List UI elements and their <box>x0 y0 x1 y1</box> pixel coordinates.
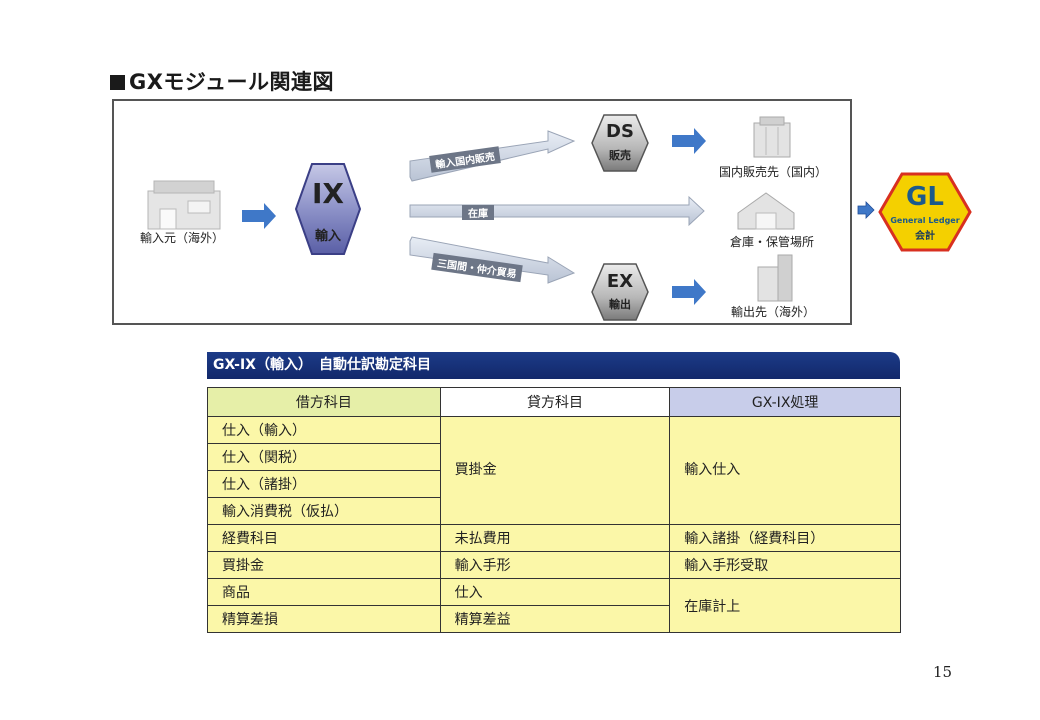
ix-label: 輸入 <box>314 229 341 244</box>
ex-code: EX <box>606 271 634 292</box>
journal-table: 借方科目 貸方科目 GX-IX処理 仕入（輸入） 買掛金 輸入仕入 仕入（関税）… <box>207 387 901 633</box>
gl-code: GL <box>906 182 944 212</box>
process-cell: 輸入諸掛（経費科目） <box>669 524 901 552</box>
domestic-building-icon <box>753 116 791 158</box>
dest-warehouse-label: 倉庫・保管場所 <box>730 235 815 249</box>
ex-hexagon-icon <box>591 263 649 321</box>
arrow-right-icon <box>242 203 276 229</box>
ds-code: DS <box>606 121 634 142</box>
table-row: 精算差損 精算差益 <box>207 605 901 633</box>
debit-cell: 経費科目 <box>207 524 441 552</box>
column-header-debit: 借方科目 <box>207 387 441 417</box>
table-row: 仕入（諸掛） <box>207 470 901 498</box>
gl-hexagon-icon <box>878 172 972 252</box>
column-header-credit: 貸方科目 <box>439 387 671 417</box>
table-row: 仕入（関税） <box>207 443 901 471</box>
table-header-row: 借方科目 貸方科目 GX-IX処理 <box>207 387 901 417</box>
flow-band-stock <box>409 195 705 227</box>
process-cell: 在庫計上 <box>669 578 901 633</box>
credit-cell: 輸入手形 <box>439 551 671 579</box>
gl-badge: GL General Ledger 会計 <box>878 172 972 252</box>
arrow-right-icon <box>672 279 706 305</box>
process-cell: 輸入仕入 <box>669 416 901 525</box>
flow-label-stock: 在庫 <box>462 205 494 220</box>
process-cell: 輸入手形受取 <box>669 551 901 579</box>
arrow-right-icon <box>672 128 706 154</box>
module-diagram: 輸入元（海外） IX 輸入 DS 販売 EX 輸出 輸入国内販売 在庫 三国間・… <box>112 99 852 325</box>
page-number: 15 <box>933 663 953 681</box>
dest-export-label: 輸出先（海外） <box>731 305 816 319</box>
table-row: 買掛金 輸入手形 輸入手形受取 <box>207 551 901 579</box>
source-label: 輸入元（海外） <box>140 231 225 245</box>
table-row: 仕入（輸入） 買掛金 輸入仕入 <box>207 416 901 525</box>
credit-cell: 仕入 <box>439 578 671 606</box>
debit-cell: 輸入消費税（仮払） <box>207 497 441 525</box>
credit-cell: 未払費用 <box>439 524 671 552</box>
small-arrow-right-icon <box>857 201 875 219</box>
debit-cell: 買掛金 <box>207 551 441 579</box>
table-row: 経費科目 未払費用 輸入諸掛（経費科目） <box>207 524 901 552</box>
dest-domestic-label: 国内販売先（国内） <box>719 165 828 179</box>
column-header-process: GX-IX処理 <box>669 387 901 417</box>
credit-cell: 精算差益 <box>439 605 671 633</box>
credit-cell: 買掛金 <box>439 416 671 525</box>
title-square-icon <box>110 75 125 90</box>
ds-hexagon-icon <box>591 114 649 172</box>
ex-label: 輸出 <box>609 298 631 311</box>
page-title: GXモジュール関連図 <box>110 66 334 96</box>
source-building-icon <box>147 180 221 230</box>
debit-cell: 商品 <box>207 578 441 606</box>
table-row: 商品 仕入 在庫計上 <box>207 578 901 633</box>
ix-hexagon-icon <box>294 163 362 255</box>
debit-cell: 仕入（諸掛） <box>207 470 441 498</box>
gl-subtitle: General Ledger <box>890 216 960 225</box>
journal-table-title: GX-IX（輸入） 自動仕訳勘定科目 <box>207 352 900 379</box>
debit-cell: 仕入（輸入） <box>207 416 441 444</box>
debit-cell: 仕入（関税） <box>207 443 441 471</box>
ix-code: IX <box>311 177 344 210</box>
gl-label: 会計 <box>915 231 935 242</box>
warehouse-icon <box>737 192 795 230</box>
export-building-icon <box>757 254 793 302</box>
debit-cell: 精算差損 <box>207 605 441 633</box>
ds-label: 販売 <box>609 149 631 162</box>
